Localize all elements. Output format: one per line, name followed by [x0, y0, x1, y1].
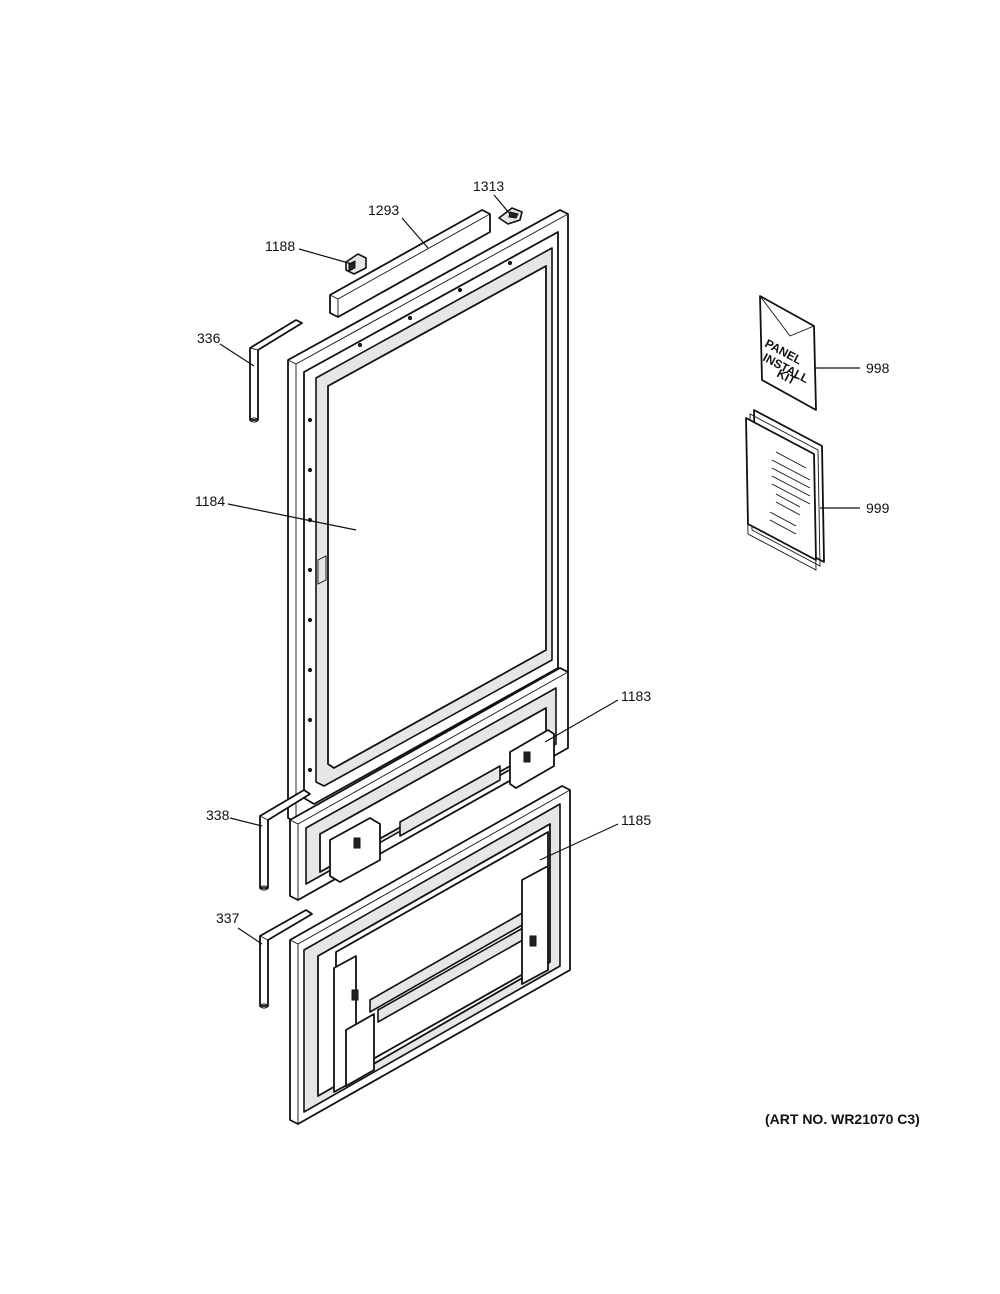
callout-1293: 1293: [368, 202, 399, 218]
callout-998: 998: [866, 360, 890, 376]
part-337-side-trim: [259, 909, 313, 1009]
leader-337: [237, 927, 263, 945]
leader-338: [229, 817, 263, 827]
part-1293-top-trim: [329, 209, 491, 318]
part-1313-bracket: [498, 207, 523, 225]
manual-text-lines: [769, 451, 811, 535]
art-number: (ART NO. WR21070 C3): [765, 1111, 920, 1127]
callout-1183: 1183: [621, 688, 651, 704]
part-1184-upper-door-frame: [287, 209, 569, 823]
frame-fastener-holes: [307, 260, 513, 773]
leader-1293: [401, 217, 429, 249]
callout-337: 337: [216, 910, 240, 926]
callout-1185: 1185: [621, 812, 651, 828]
leader-336: [219, 343, 255, 367]
part-1188-clip: [345, 253, 367, 275]
part-338-side-trim: [259, 789, 311, 891]
part-998-panel-install-kit: PANEL INSTALL KIT: [759, 295, 817, 411]
part-999-manual-booklet: [745, 409, 825, 571]
callout-336: 336: [197, 330, 221, 346]
part-1183-middle-drawer-frame: [289, 667, 569, 901]
callout-999: 999: [866, 500, 890, 516]
callout-1184: 1184: [195, 493, 225, 509]
part-1185-lower-drawer-frame: [289, 785, 571, 1125]
callout-1188: 1188: [265, 238, 295, 254]
leader-1184: [227, 503, 357, 531]
callout-labels: 1313 1293 1188 336 1184 998 999 1183 338…: [195, 178, 890, 926]
leader-1183: [544, 699, 619, 743]
leader-lines: [219, 194, 860, 945]
part-336-side-trim: [249, 319, 303, 423]
leader-1313: [493, 194, 511, 215]
callout-338: 338: [206, 807, 230, 823]
leader-1185: [539, 823, 619, 861]
leader-1188: [298, 248, 353, 265]
callout-1313: 1313: [473, 178, 504, 194]
